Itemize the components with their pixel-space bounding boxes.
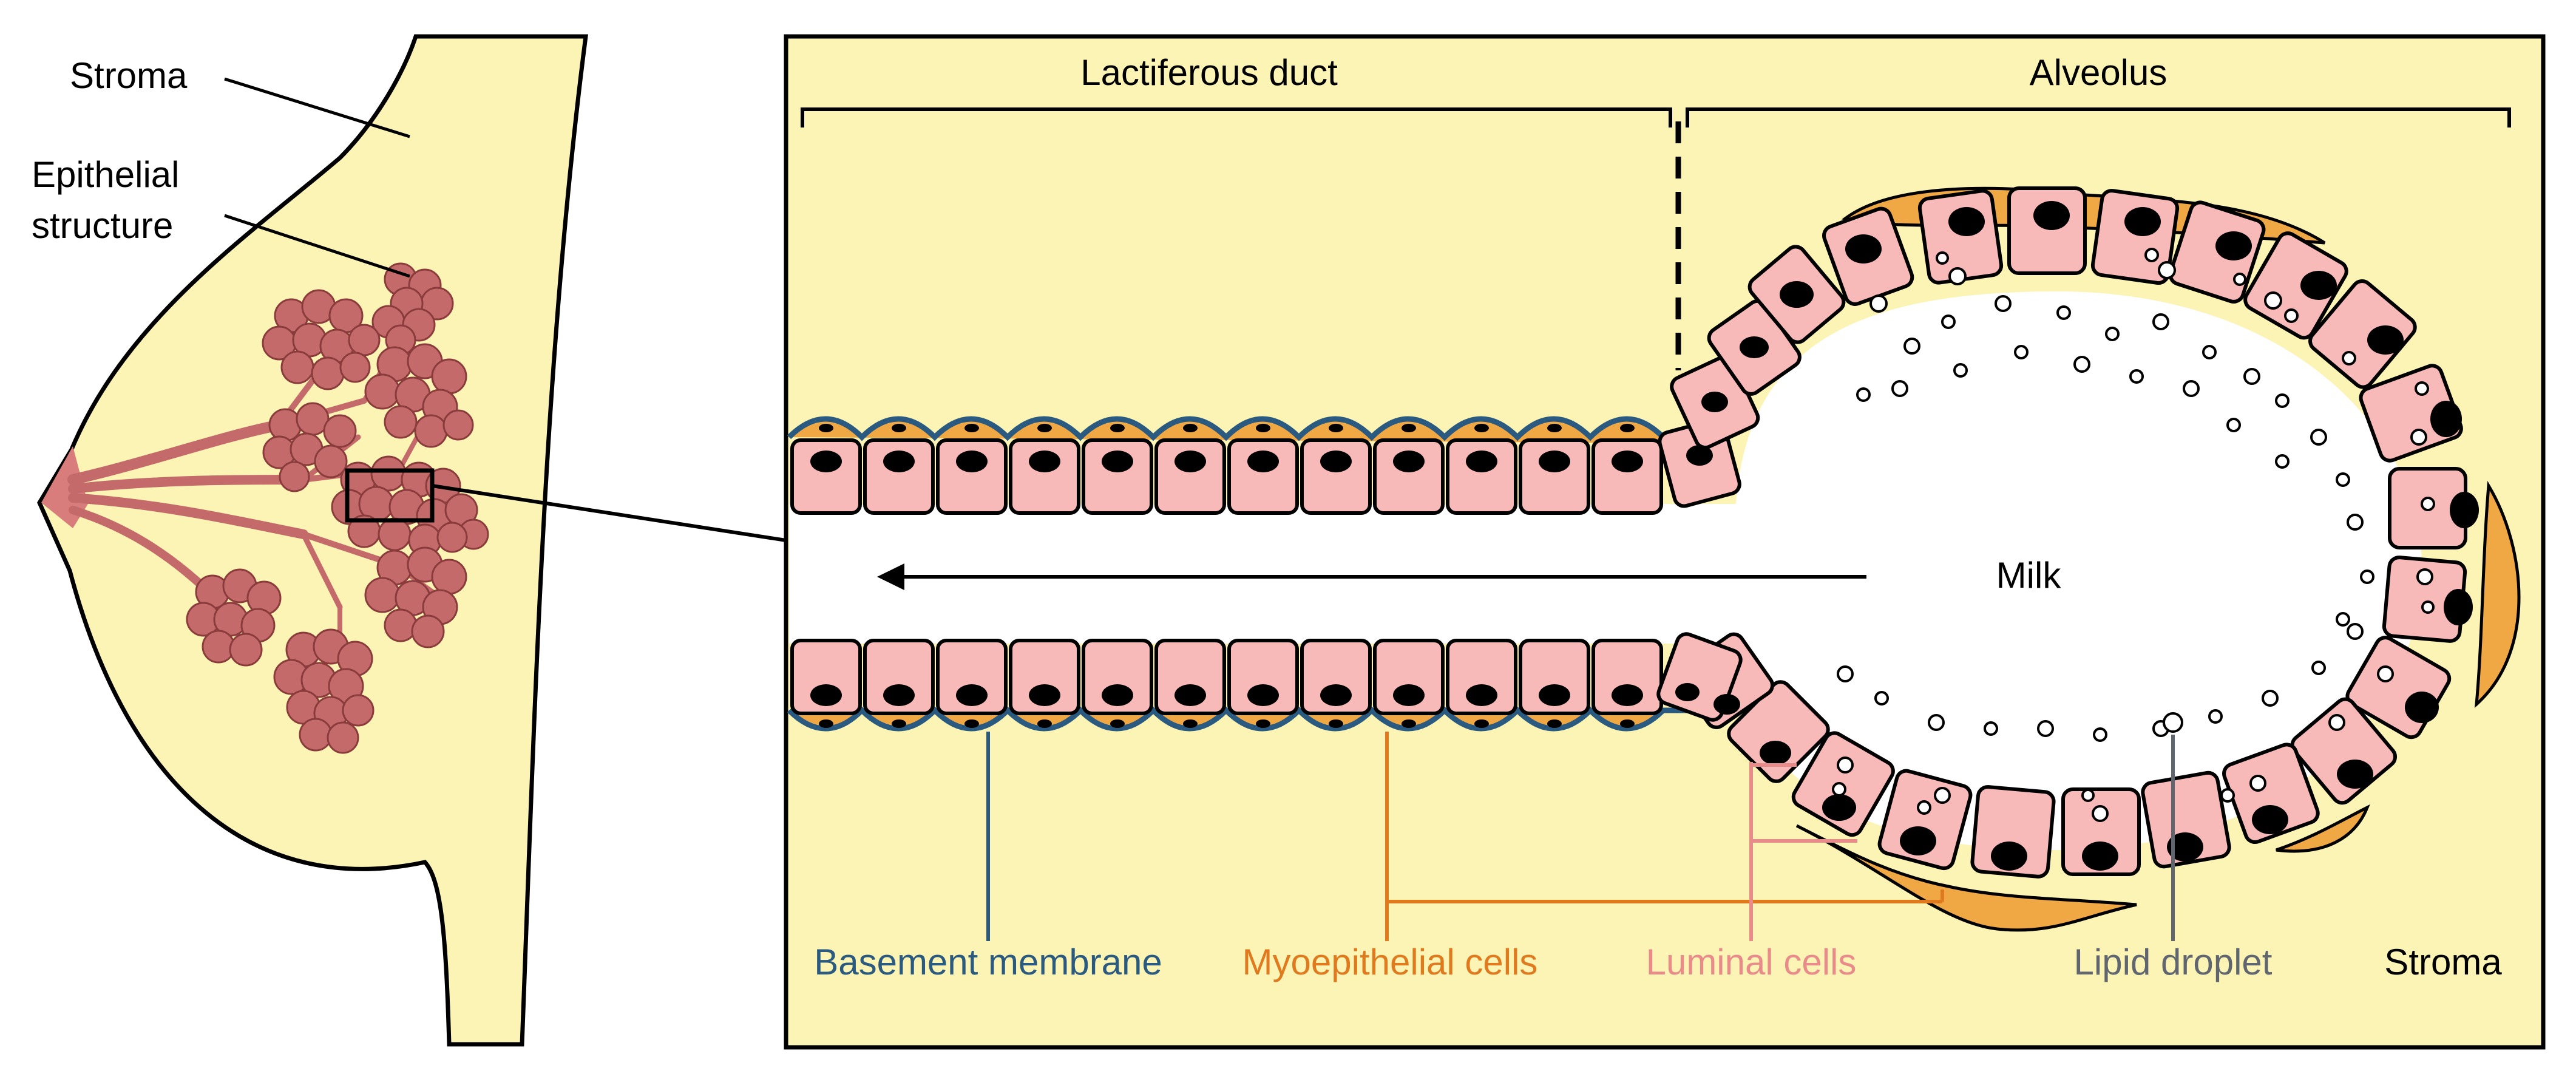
lipid-droplets (1832, 248, 2435, 822)
myoepithelial-cells-label: Myoepithelial cells (1242, 942, 1538, 982)
alveolus-label: Alveolus (2030, 52, 2168, 93)
bottom-duct-luminal-cells (790, 424, 1663, 728)
basement-membrane-label: Basement membrane (814, 942, 1162, 982)
epithelial-label-line2: structure (32, 205, 173, 246)
zoom-connector (432, 484, 787, 542)
top-duct-myoepithelial-layer (787, 416, 1677, 446)
epithelial-pointer (224, 214, 410, 278)
stroma-left-label: Stroma (70, 55, 188, 96)
detail-panel: Lactiferous duct Alveolus (784, 34, 2546, 1050)
zoom-box (345, 468, 435, 523)
luminal-cells-label: Luminal cells (1646, 942, 1857, 982)
lactiferous-duct-label: Lactiferous duct (1080, 52, 1338, 93)
top-duct-luminal-cells (790, 438, 1663, 515)
milk-label: Milk (1996, 555, 2062, 596)
lactiferous-duct-bracket (801, 107, 1672, 127)
lumen (789, 291, 2422, 850)
milk-arrow-head (877, 563, 904, 590)
myoepithelial-leader (1385, 732, 1944, 941)
luminal-leader (1749, 762, 1857, 941)
lipid-droplet-label: Lipid droplet (2074, 942, 2273, 982)
stroma-right-label: Stroma (2384, 942, 2502, 982)
alveolus-bracket (1686, 107, 2511, 127)
epithelial-label-line1: Epithelial (32, 154, 180, 195)
breast-illustration: Stroma Epithelial structure (32, 34, 787, 1047)
stroma-left-pointer (224, 77, 410, 138)
